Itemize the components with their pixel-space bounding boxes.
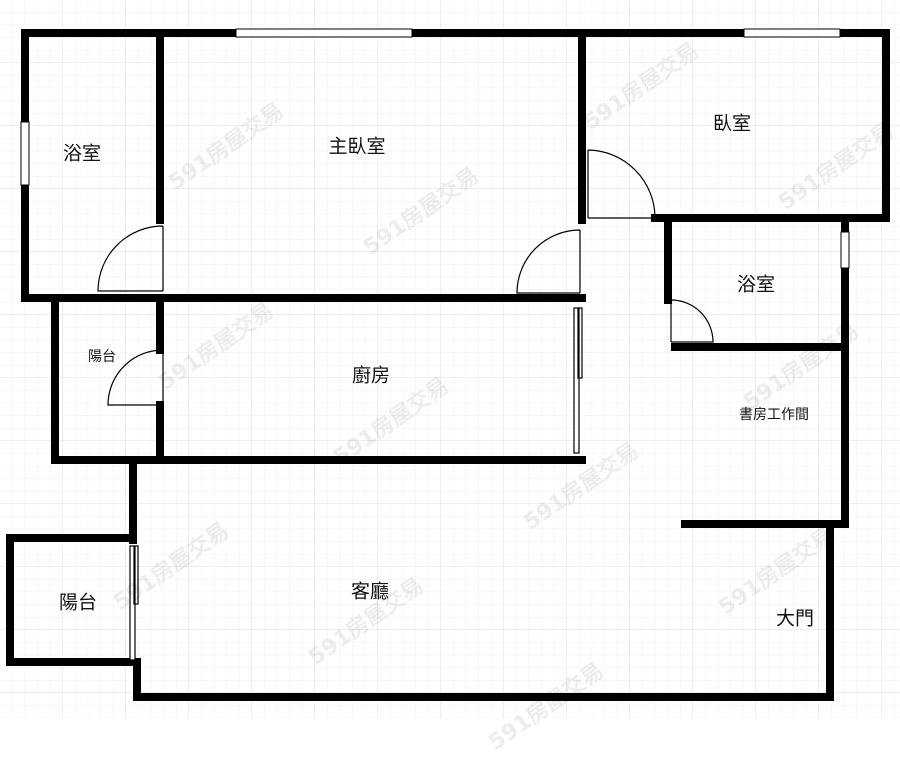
room-label-bath-left: 浴室 [62,142,102,165]
grid-background [0,0,900,718]
walls [6,29,890,701]
room-label-bath-right: 浴室 [736,273,776,296]
room-label-balcony-small: 陽台 [88,349,116,365]
windows [20,28,850,269]
room-label-kitchen: 廚房 [351,364,391,387]
room-label-balcony: 陽台 [58,591,98,614]
room-label-main-door: 大門 [775,607,815,630]
room-label-bedroom: 臥室 [712,112,752,135]
room-label-master-bedroom: 主臥室 [328,135,386,158]
doors [97,149,714,661]
floor-plan [0,0,900,718]
room-label-living-room: 客廳 [350,580,390,603]
room-label-study: 書房工作間 [739,407,809,423]
